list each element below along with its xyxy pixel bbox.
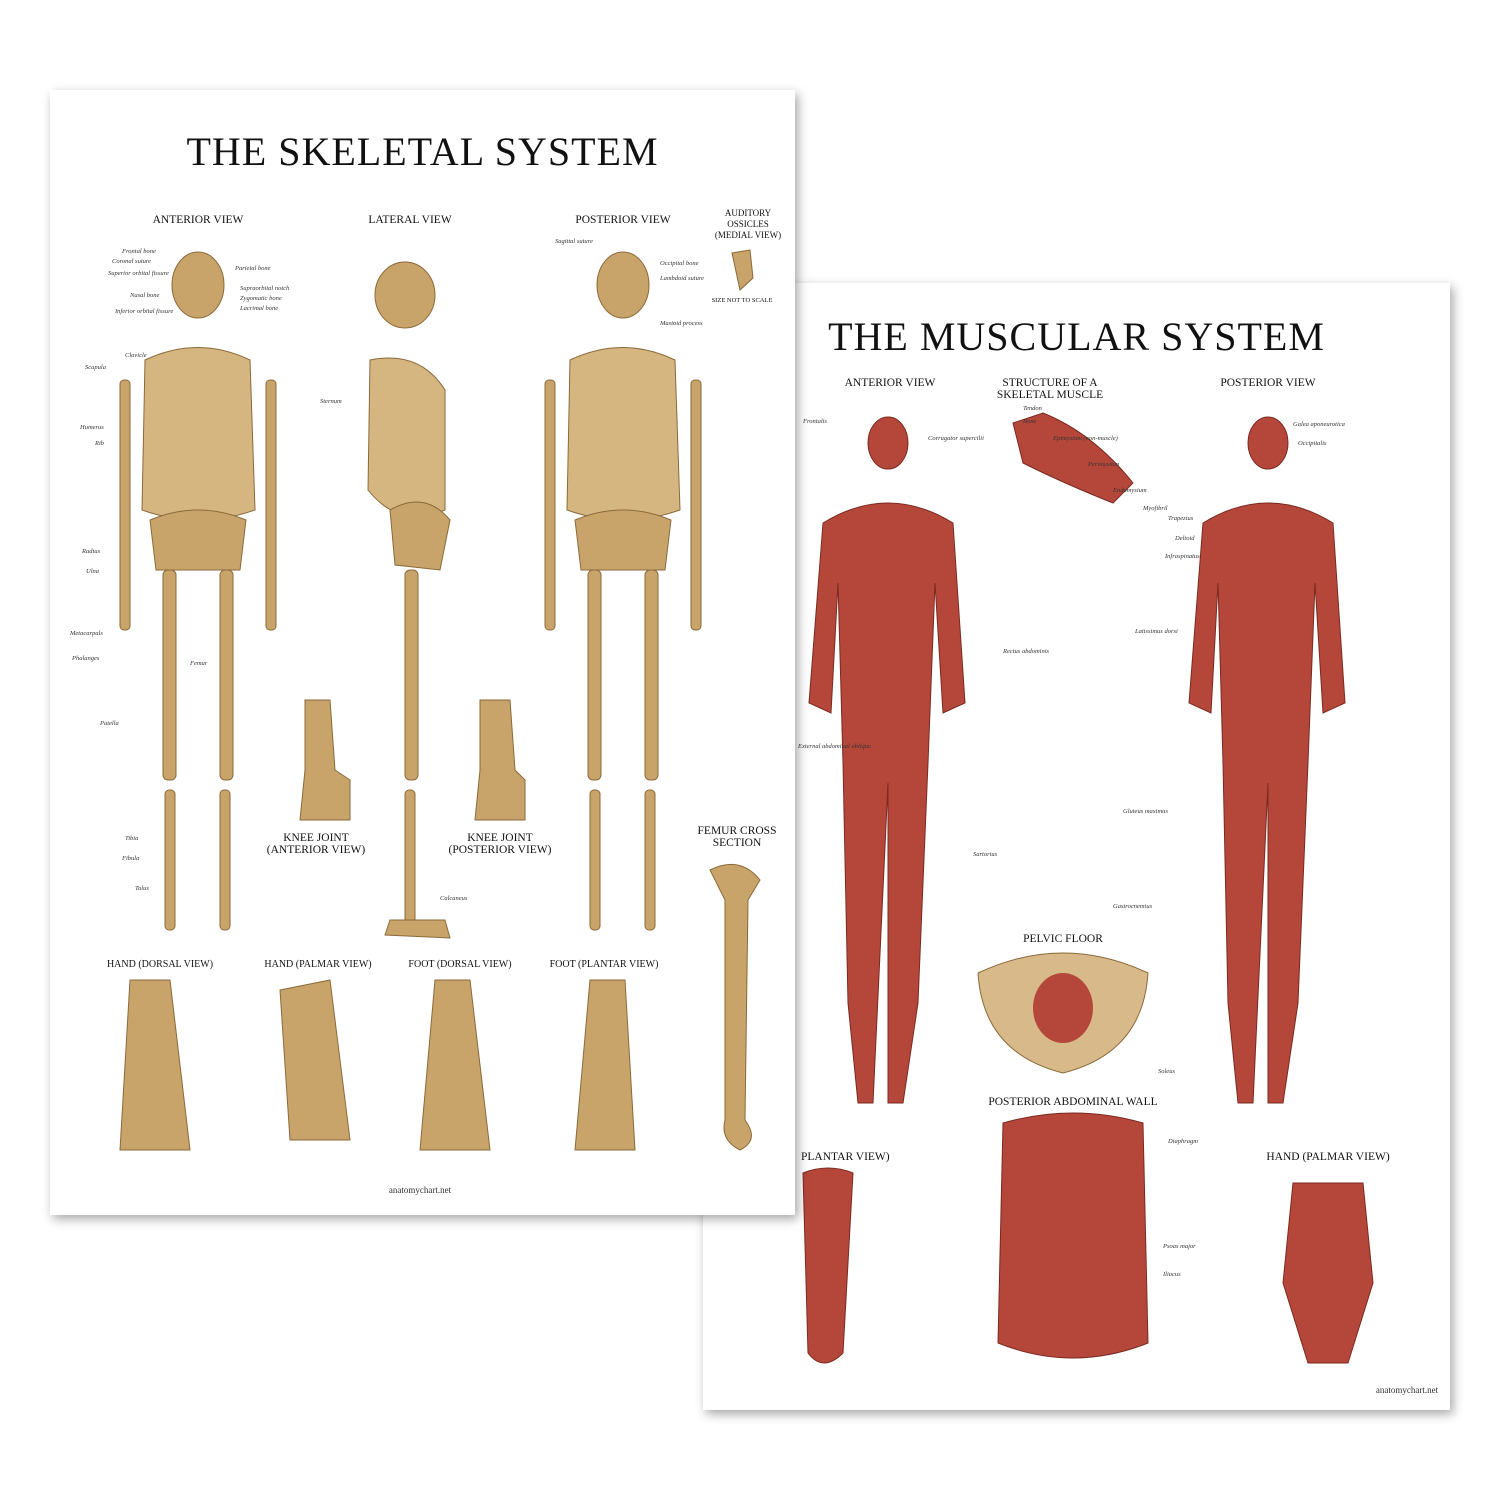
skeletal-posterior-heading: POSTERIOR VIEW — [575, 214, 671, 226]
muscle-structure-heading: STRUCTURE OF A SKELETAL MUSCLE — [996, 377, 1104, 401]
label: Rib — [95, 440, 105, 447]
ossicles-heading: AUDITORY OSSICLES (MEDIAL VIEW) — [714, 208, 782, 240]
label: Iliacus — [1163, 1271, 1181, 1278]
label: Ulna — [86, 568, 99, 575]
label: Phalanges — [72, 655, 100, 662]
label: Rectus abdominis — [1003, 648, 1050, 655]
anterior-skeleton — [119, 251, 277, 931]
abdominal-wall-figure — [997, 1112, 1149, 1359]
label: Occipital bone — [660, 260, 699, 267]
knee-anterior-figure — [299, 699, 351, 821]
label: Inferior orbital fissure — [115, 308, 174, 315]
foot-dorsal-heading: FOOT (DORSAL VIEW) — [408, 959, 512, 970]
label: Lacrimal bone — [240, 305, 279, 312]
label: Soleus — [1158, 1068, 1175, 1075]
ossicles-figure — [731, 249, 754, 291]
foot-plantar-figure — [574, 979, 636, 1151]
label: Psoas major — [1163, 1243, 1196, 1250]
label: Talus — [135, 885, 149, 892]
label: Corrugator supercilii — [928, 435, 984, 442]
label: Bone — [1023, 418, 1037, 425]
plantar-foot-figure — [802, 1167, 854, 1364]
muscle-structure-figure — [1012, 412, 1134, 504]
knee-posterior-figure — [474, 699, 526, 821]
posterior-skeleton — [544, 251, 702, 931]
label: Lambdoid suture — [660, 275, 704, 282]
label: Parietal bone — [235, 265, 271, 272]
label: Clavicle — [125, 352, 147, 359]
label: External abdominal oblique — [798, 743, 871, 750]
skeletal-credit: anatomychart.net — [388, 1185, 452, 1195]
muscular-anterior-heading: ANTERIOR VIEW — [844, 377, 936, 389]
label: Gluteus maximus — [1123, 808, 1168, 815]
lateral-skeleton — [367, 261, 451, 939]
label: Patella — [100, 720, 119, 727]
label: Superior orbital fissure — [108, 270, 169, 277]
femur-cross-figure — [709, 863, 761, 1151]
muscular-system-poster: THE MUSCULAR SYSTEM ANTERIOR VIEW STRUCT… — [703, 283, 1450, 1410]
label: Myofibril — [1143, 505, 1168, 512]
foot-dorsal-figure — [419, 979, 491, 1151]
label: Endomysium — [1113, 487, 1147, 494]
skeletal-system-poster: THE SKELETAL SYSTEM ANTERIOR VIEW LATERA… — [50, 90, 795, 1215]
label: Trapezius — [1168, 515, 1194, 522]
label: Deltoid — [1175, 535, 1195, 542]
label: Scapula — [85, 364, 106, 371]
muscular-title: THE MUSCULAR SYSTEM — [828, 314, 1325, 359]
bone-illustrations — [119, 249, 761, 1151]
label: Frontal bone — [122, 248, 156, 255]
palmar-hand-figure — [1282, 1182, 1374, 1364]
label: Epimysium (non-muscle) — [1053, 435, 1118, 442]
label: Occipitalis — [1298, 440, 1327, 447]
hand-dorsal-heading: HAND (DORSAL VIEW) — [106, 959, 214, 970]
label: Sternum — [320, 398, 342, 405]
skeletal-lateral-heading: LATERAL VIEW — [368, 214, 452, 226]
muscular-posterior-heading: POSTERIOR VIEW — [1220, 377, 1316, 389]
label: Frontalis — [803, 418, 827, 425]
label: Perimysium — [1088, 461, 1120, 468]
label: Gastrocnemius — [1113, 903, 1153, 910]
label: Nasal bone — [130, 292, 160, 299]
label: Metacarpals — [70, 630, 103, 637]
label: Femur — [190, 660, 208, 667]
label: Calcaneus — [440, 895, 468, 902]
pelvic-floor-muscle — [1033, 973, 1093, 1043]
abdominal-wall-heading: POSTERIOR ABDOMINAL WALL — [988, 1096, 1158, 1108]
knee-anterior-heading: KNEE JOINT (ANTERIOR VIEW) — [266, 832, 366, 856]
label: Sagittal suture — [555, 238, 593, 245]
label: Supraorbital notch — [240, 285, 290, 292]
posterior-muscle-figure — [1188, 416, 1346, 1104]
plantar-heading: PLANTAR VIEW) — [801, 1151, 890, 1163]
pelvic-floor-heading: PELVIC FLOOR — [1023, 933, 1103, 945]
skeletal-anterior-heading: ANTERIOR VIEW — [152, 214, 244, 226]
label: Coronal suture — [112, 258, 152, 265]
label: Radius — [82, 548, 101, 555]
label: Mastoid process — [660, 320, 703, 327]
label: Infraspinatus — [1165, 553, 1200, 560]
anterior-muscle-figure — [808, 416, 966, 1104]
femur-cross-heading: FEMUR CROSS SECTION — [697, 825, 777, 849]
hand-palmar-heading: HAND (PALMAR VIEW) — [264, 959, 372, 970]
muscle-illustrations — [802, 412, 1374, 1364]
label: Diaphragm — [1168, 1138, 1198, 1145]
label: Sartorius — [973, 851, 998, 858]
not-to-scale-note: SIZE NOT TO SCALE — [711, 297, 773, 304]
label: Zygomatic bone — [240, 295, 282, 302]
skeletal-title: THE SKELETAL SYSTEM — [186, 129, 659, 174]
hand-palmar-figure — [279, 979, 351, 1141]
hand-palmar-heading: HAND (PALMAR VIEW) — [1266, 1151, 1390, 1163]
label: Fibula — [122, 855, 140, 862]
label: Tendon — [1023, 405, 1042, 412]
label: Humerus — [80, 424, 104, 431]
hand-dorsal-figure — [119, 979, 191, 1151]
label: Tibia — [125, 835, 139, 842]
knee-posterior-heading: KNEE JOINT (POSTERIOR VIEW) — [448, 832, 552, 856]
label: Latissimus dorsi — [1135, 628, 1178, 635]
muscular-credit: anatomychart.net — [1375, 1385, 1439, 1395]
foot-plantar-heading: FOOT (PLANTAR VIEW) — [549, 959, 659, 970]
label: Galea aponeurotica — [1293, 421, 1345, 428]
